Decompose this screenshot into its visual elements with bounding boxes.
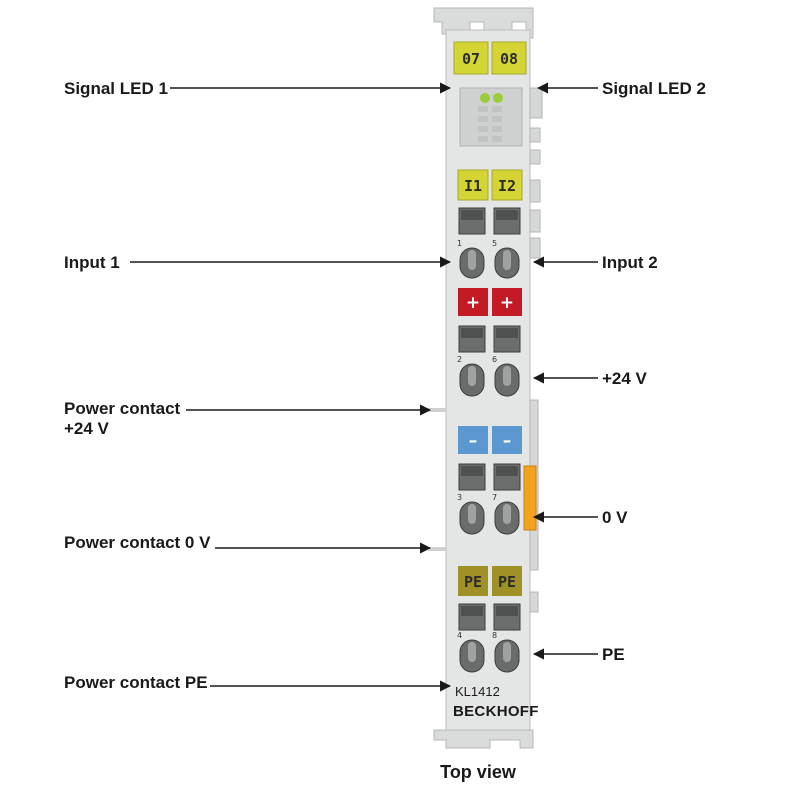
- brand-logo: BECKHOFF: [453, 703, 539, 720]
- minus-label-1: –: [469, 431, 478, 451]
- minus-label-2-plate: [492, 426, 522, 454]
- bottom-foot: [433, 729, 534, 749]
- input-label-2-plate: [491, 169, 523, 201]
- label-power-contact-24v-line2: +24 V: [64, 419, 110, 438]
- label-plus-24v: +24 V: [602, 369, 648, 388]
- contact-number-5: 5: [492, 239, 497, 248]
- label-zero-v: 0 V: [602, 508, 628, 527]
- contact-number-4: 4: [457, 631, 462, 640]
- minus-label-1-plate: [458, 426, 488, 454]
- power-contact-0v-bar: [523, 465, 537, 531]
- input-label-1-plate: [457, 169, 489, 201]
- led-label-2: 08: [500, 50, 518, 68]
- plus-label-1-plate: [458, 288, 488, 316]
- signal-led-2-dot: [493, 93, 503, 103]
- input-label-1: I1: [464, 177, 482, 195]
- callout-lines: [130, 82, 598, 692]
- signal-led-1-dot: [480, 93, 490, 103]
- contact-number-6: 6: [492, 355, 497, 364]
- pe-label-1-plate: [458, 566, 488, 596]
- led-label-2-plate: [491, 41, 527, 75]
- contact-number-7: 7: [492, 493, 497, 502]
- terminal-body: 07 08 I1 I2 + + – – PE PE: [428, 7, 543, 749]
- contact-row-2: [458, 325, 521, 397]
- plus-label-1: +: [466, 293, 480, 313]
- label-power-contact-24v-line1: Power contact: [64, 399, 181, 418]
- pe-label-1: PE: [464, 573, 482, 591]
- label-input-1: Input 1: [64, 253, 120, 272]
- contact-number-1: 1: [457, 239, 462, 248]
- label-power-contact-0v: Power contact 0 V: [64, 533, 211, 552]
- model-label: KL1412: [455, 684, 500, 699]
- contact-row-1: [458, 207, 521, 279]
- led-label-1-plate: [453, 41, 489, 75]
- minus-label-2: –: [503, 431, 512, 451]
- pe-label-2: PE: [498, 573, 516, 591]
- contact-number-3: 3: [457, 493, 462, 502]
- contact-row-4: [458, 603, 521, 673]
- contact-number-2: 2: [457, 355, 462, 364]
- power-contact-24v-nub: [428, 408, 446, 412]
- led-label-1: 07: [462, 50, 480, 68]
- label-power-contact-pe: Power contact PE: [64, 673, 208, 692]
- contact-row-3: [458, 463, 521, 535]
- plus-label-2-plate: [492, 288, 522, 316]
- led-window-grid: [478, 106, 502, 142]
- plus-label-2: +: [500, 293, 514, 313]
- caption-top-view: Top view: [440, 762, 517, 782]
- label-pe: PE: [602, 645, 625, 664]
- input-label-2: I2: [498, 177, 516, 195]
- label-signal-led-2: Signal LED 2: [602, 79, 706, 98]
- contact-number-8: 8: [492, 631, 497, 640]
- label-signal-led-1: Signal LED 1: [64, 79, 168, 98]
- power-contact-0v-nub: [428, 547, 446, 551]
- side-tabs: [529, 87, 543, 613]
- led-window: [459, 87, 523, 147]
- label-input-2: Input 2: [602, 253, 658, 272]
- pe-label-2-plate: [492, 566, 522, 596]
